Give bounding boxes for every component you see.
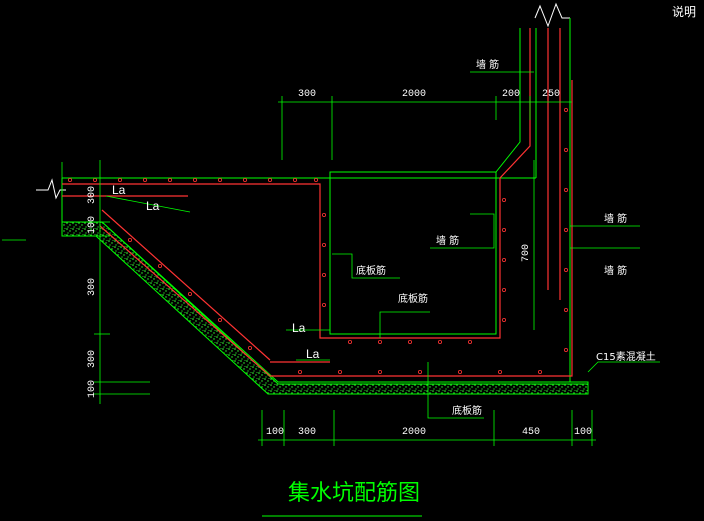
anchor-label-3: La [292, 321, 306, 335]
left-dim-4: 300 [87, 350, 98, 368]
top-dim-2: 2000 [402, 89, 426, 100]
bottom-rebar-label-1: 底板筋 [356, 264, 386, 277]
rebar-dots [68, 108, 569, 374]
bottom-dim-3: 2000 [402, 427, 426, 438]
top-dim-1: 300 [298, 89, 316, 100]
dimension-lines [2, 71, 660, 446]
break-symbols [36, 2, 570, 200]
wall-rebar-label-top: 墙 筋 [476, 58, 499, 71]
bottom-dim-5: 100 [574, 427, 592, 438]
left-dim-2: 100 [87, 216, 98, 234]
top-dim-3: 200 [502, 89, 520, 100]
pit-outline [61, 18, 589, 393]
anchor-label-2: La [146, 199, 160, 213]
anchor-label-4: La [306, 347, 320, 361]
bottom-dim-2: 300 [298, 427, 316, 438]
annotation-labels: 墙 筋 墙 筋 墙 筋 墙 筋 底板筋 底板筋 底板筋 C15素混凝土 La L… [112, 4, 696, 417]
bottom-rebar-label-3: 底板筋 [452, 404, 482, 417]
bottom-rebar-label-2: 底板筋 [398, 292, 428, 305]
right-dim: 700 [521, 244, 532, 262]
bottom-dimension-texts: 100 300 2000 450 100 [266, 427, 592, 438]
top-dimension-texts: 300 2000 200 250 [298, 89, 560, 100]
wall-rebar-label-right1: 墙 筋 [604, 212, 627, 225]
wall-rebar-label-right2: 墙 筋 [604, 264, 627, 277]
corner-note: 说明 [672, 4, 696, 19]
left-dim-3: 300 [87, 278, 98, 296]
bottom-dim-4: 450 [522, 427, 540, 438]
bottom-dim-1: 100 [266, 427, 284, 438]
anchor-label-1: La [112, 183, 126, 197]
left-dim-5: 100 [87, 380, 98, 398]
left-dim-1: 300 [87, 186, 98, 204]
top-dim-4: 250 [542, 89, 560, 100]
wall-rebar-label-inner: 墙 筋 [436, 234, 459, 247]
concrete-cushion [61, 221, 589, 395]
cushion-label: C15素混凝土 [596, 350, 656, 363]
left-dimension-texts: 300 100 300 300 100 [87, 186, 98, 398]
drawing-title: 集水坑配筋图 [288, 481, 420, 506]
rebar-lines [62, 28, 573, 377]
